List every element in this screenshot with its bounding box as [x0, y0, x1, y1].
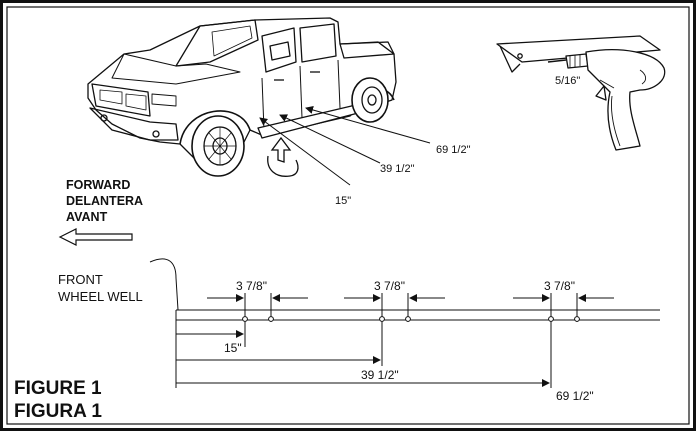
hole: [242, 316, 248, 322]
distance-label-39-1-2: 39 1/2": [361, 368, 399, 382]
wheel-well-label-line1: FRONT: [58, 272, 103, 287]
extension-lines: [244, 293, 578, 388]
callout-leaders: [259, 106, 431, 186]
distance-label-69-1-2: 69 1/2": [556, 389, 594, 403]
drill-bit-size: 5/16": [555, 75, 580, 87]
figure-caption-es: FIGURA 1: [14, 401, 102, 422]
drill-illustration: [496, 35, 666, 151]
sill-strip: [175, 309, 660, 388]
distance-label-15: 15": [224, 341, 242, 355]
callout-69-1-2: 69 1/2": [436, 144, 471, 156]
figure-caption-en: FIGURE 1: [14, 378, 102, 399]
hole: [548, 316, 554, 322]
hole: [405, 316, 411, 322]
hole: [379, 316, 385, 322]
gap-label-3: 3 7/8": [544, 279, 575, 293]
gap-label-2: 3 7/8": [374, 279, 405, 293]
direction-forward-en: FORWARD: [66, 178, 130, 192]
truck-illustration: [87, 17, 397, 177]
distance-dimensions: [176, 330, 550, 387]
wheel-well-leader: [149, 258, 179, 311]
hole: [268, 316, 274, 322]
direction-forward-es: DELANTERA: [66, 194, 143, 208]
callout-39-1-2: 39 1/2": [380, 163, 415, 175]
callout-15: 15": [335, 195, 351, 207]
hole: [574, 316, 580, 322]
rotation-arrow-icon: [267, 136, 299, 177]
gap-label-1: 3 7/8": [236, 279, 267, 293]
wheel-well-label-line2: WHEEL WELL: [58, 289, 143, 304]
mounting-holes: [242, 316, 580, 322]
direction-forward-fr: AVANT: [66, 210, 108, 224]
forward-arrow-icon: [58, 228, 133, 246]
